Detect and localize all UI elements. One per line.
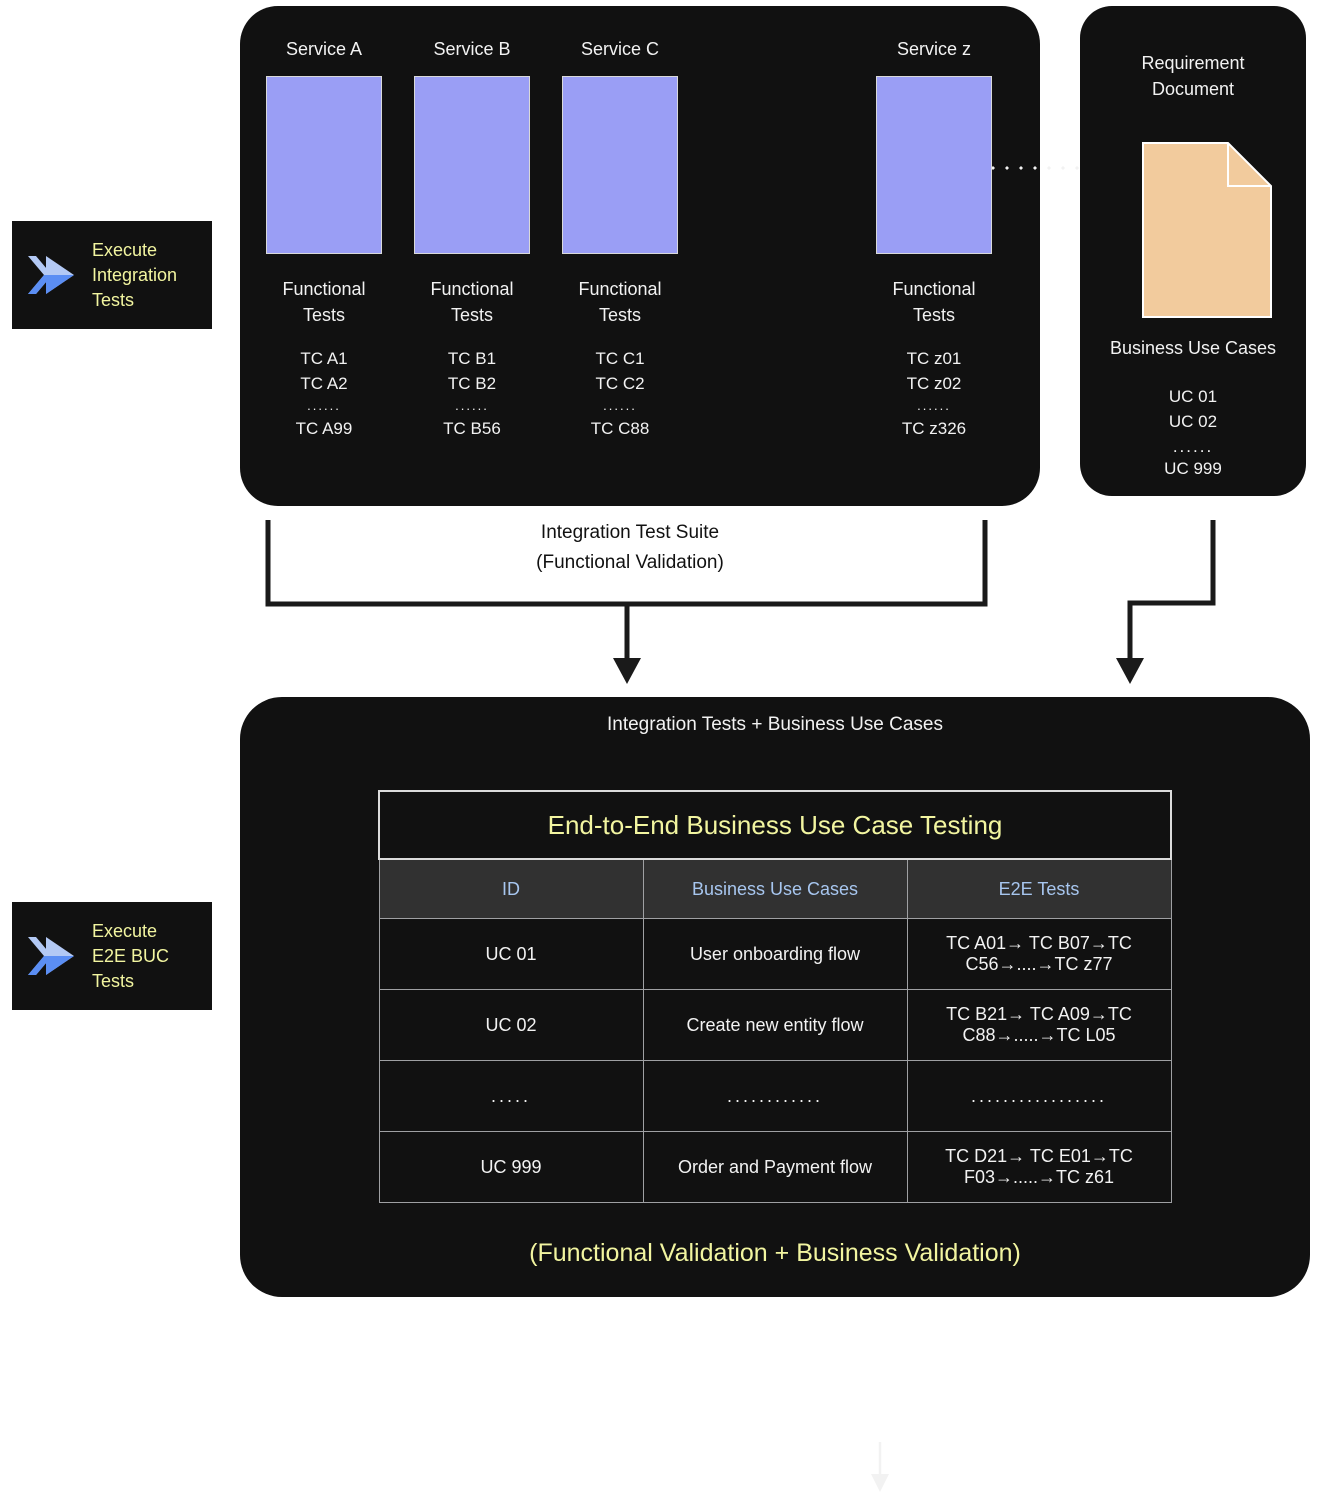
cell-id: ..... <box>378 1060 644 1132</box>
table-row: UC 01 User onboarding flow TC A01→ TC B0… <box>378 918 1172 990</box>
service-title: Service B <box>433 39 511 59</box>
service-column-a: Service A Functional Tests TC A1 TC A2 .… <box>249 38 399 441</box>
double-chevron-right-icon <box>28 256 74 294</box>
document-page-icon <box>1142 142 1272 318</box>
requirement-document-title: Requirement Document <box>1141 53 1245 99</box>
cell-e2e: TC D21→ TC E01→TC F03→.....→TC z61 <box>906 1131 1172 1203</box>
double-chevron-right-icon <box>28 937 74 975</box>
integration-test-suite-label: Integration Test Suite (Functional Valid… <box>536 522 724 573</box>
cell-e2e: ................. <box>906 1060 1172 1132</box>
functional-tests-label: Functional Tests <box>578 279 662 325</box>
e2e-business-use-case-table: End-to-End Business Use Case Testing ID … <box>378 790 1172 1203</box>
business-use-cases-label: Business Use Cases <box>1109 338 1277 358</box>
test-case-last: TC z326 <box>901 419 967 438</box>
test-case-ellipsis: ...... <box>603 398 637 413</box>
table-row: UC 02 Create new entity flow TC B21→ TC … <box>378 989 1172 1061</box>
cell-id: UC 02 <box>378 989 644 1061</box>
use-case-ellipsis: ...... <box>1172 437 1214 456</box>
badge-label: Execute Integration Tests <box>92 239 178 310</box>
test-case-ellipsis: ...... <box>455 398 489 413</box>
cell-use-case: ............ <box>642 1060 908 1132</box>
service-box <box>876 76 992 254</box>
cell-id: UC 999 <box>378 1131 644 1203</box>
service-column-b: Service B Functional Tests TC B1 TC B2 .… <box>397 38 547 441</box>
service-title: Service C <box>580 39 660 59</box>
use-case-list: UC 01 UC 02 <box>1168 387 1218 431</box>
test-case-last: TC B56 <box>443 419 501 438</box>
service-title: Service A <box>285 39 363 59</box>
validation-caption: (Functional Validation + Business Valida… <box>529 1239 1021 1267</box>
diagram-canvas: Service A Functional Tests TC A1 TC A2 .… <box>12 6 1310 1492</box>
service-box <box>562 76 678 254</box>
services-ellipsis-dots <box>930 165 1102 171</box>
table-title: End-to-End Business Use Case Testing <box>378 790 1172 860</box>
functional-tests-label: Functional Tests <box>282 279 366 325</box>
service-column-z: Service z Functional Tests TC z01 TC z02… <box>859 38 1009 441</box>
column-header-business-use-cases: Business Use Cases <box>642 858 908 919</box>
execute-integration-tests-badge[interactable]: Execute Integration Tests <box>12 221 212 329</box>
table-row: UC 999 Order and Payment flow TC D21→ TC… <box>378 1131 1172 1203</box>
test-case-list: TC A1 TC A2 <box>300 349 348 393</box>
test-case-ellipsis: ...... <box>917 398 951 413</box>
requirement-document-panel: Requirement Document Business Use Cases … <box>1080 6 1306 496</box>
cell-e2e: TC B21→ TC A09→TC C88→.....→TC L05 <box>906 989 1172 1061</box>
e2e-testing-panel: Integration Tests + Business Use Cases E… <box>240 697 1310 1492</box>
service-column-c: Service C Functional Tests TC C1 TC C2 .… <box>545 38 695 441</box>
test-case-list: TC C1 TC C2 <box>595 349 645 393</box>
test-case-last: TC A99 <box>295 419 353 438</box>
service-box <box>266 76 382 254</box>
test-case-ellipsis: ...... <box>307 398 341 413</box>
cell-use-case: Create new entity flow <box>642 989 908 1061</box>
inflow-label: Integration Tests + Business Use Cases <box>606 714 944 735</box>
test-case-last: TC C88 <box>590 419 650 438</box>
cell-e2e: TC A01→ TC B07→TC C56→....→TC z77 <box>906 918 1172 990</box>
use-case-last: UC 999 <box>1164 459 1222 478</box>
functional-tests-label: Functional Tests <box>430 279 514 325</box>
cell-use-case: User onboarding flow <box>642 918 908 990</box>
service-box <box>414 76 530 254</box>
test-case-list: TC z01 TC z02 <box>906 349 962 393</box>
column-header-e2e-tests: E2E Tests <box>906 858 1172 919</box>
test-case-list: TC B1 TC B2 <box>447 349 497 393</box>
badge-label: Execute E2E BUC Tests <box>92 920 170 991</box>
column-header-id: ID <box>378 858 644 919</box>
table-row-ellipsis: ..... ............ ................. <box>378 1060 1172 1132</box>
cell-id: UC 01 <box>378 918 644 990</box>
execute-e2e-buc-tests-badge[interactable]: Execute E2E BUC Tests <box>12 902 212 1010</box>
cell-use-case: Order and Payment flow <box>642 1131 908 1203</box>
table-header-row: ID Business Use Cases E2E Tests <box>378 858 1172 919</box>
inflow-arrow-icon <box>871 1442 889 1492</box>
service-title: Service z <box>896 39 972 59</box>
table-title-row: End-to-End Business Use Case Testing <box>378 790 1172 860</box>
functional-tests-label: Functional Tests <box>892 279 976 325</box>
integration-test-suite-panel: Service A Functional Tests TC A1 TC A2 .… <box>240 6 1102 506</box>
